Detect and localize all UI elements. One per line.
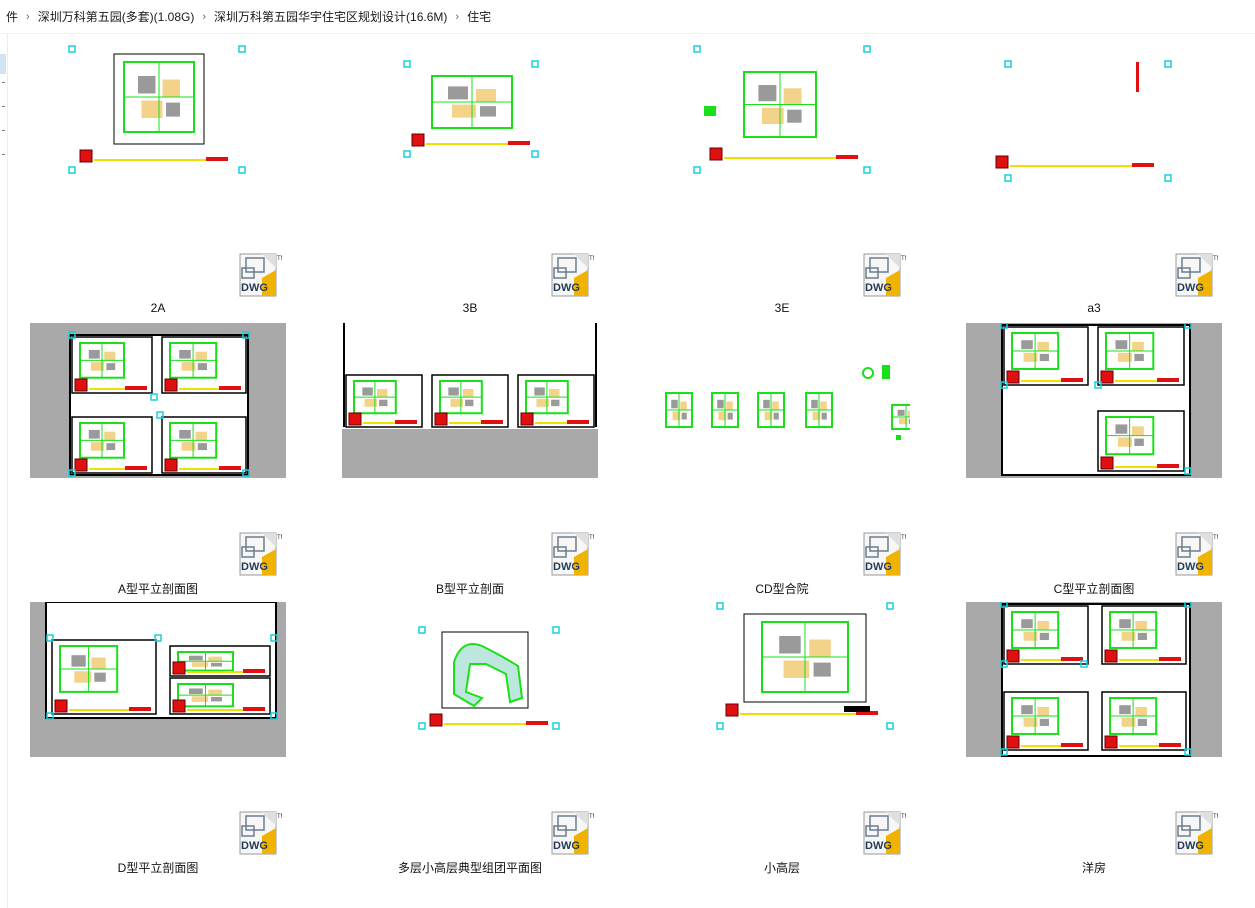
dwg-file-icon: TM DWG — [236, 252, 286, 298]
file-thumbnail — [30, 323, 286, 478]
file-item[interactable]: TM DWG A型平立剖面图 — [30, 313, 286, 596]
svg-text:TM: TM — [1213, 535, 1218, 541]
file-item[interactable]: TM DWG C型平立剖面图 — [966, 313, 1222, 596]
file-type-badge: DWG — [553, 840, 580, 852]
dwg-file-icon: TM DWG — [548, 531, 598, 577]
file-item[interactable]: TM DWG 3B — [342, 34, 598, 315]
nav-tick — [2, 106, 5, 107]
file-thumbnail — [654, 323, 910, 478]
file-name[interactable]: C型平立剖面图 — [1053, 582, 1135, 596]
nav-selected-marker — [0, 54, 6, 74]
file-thumbnail — [966, 602, 1222, 757]
breadcrumb: 件 › 深圳万科第五园(多套)(1.08G) › 深圳万科第五园华宇住宅区规划设… — [0, 0, 1255, 34]
dwg-file-icon: TM DWG — [548, 252, 598, 298]
file-item[interactable]: TM DWG 3E — [654, 34, 910, 315]
file-thumbnail — [966, 44, 1222, 199]
dwg-file-icon: TM DWG — [1172, 531, 1222, 577]
dwg-file-icon: TM DWG — [860, 810, 910, 856]
nav-tick — [2, 154, 5, 155]
chevron-right-icon: › — [202, 10, 207, 23]
breadcrumb-item-huayu[interactable]: 深圳万科第五园华宇住宅区规划设计(16.6M) — [214, 10, 448, 24]
file-name[interactable]: 2A — [150, 301, 166, 315]
file-item[interactable]: TM DWG CD型合院 — [654, 313, 910, 596]
dwg-file-icon: TM DWG — [860, 531, 910, 577]
file-type-badge: DWG — [1177, 840, 1204, 852]
svg-text:TM: TM — [901, 814, 906, 820]
file-thumbnail — [342, 602, 598, 757]
file-type-badge: DWG — [865, 840, 892, 852]
file-thumbnail — [966, 323, 1222, 478]
file-name[interactable]: 3B — [462, 301, 478, 315]
navigation-pane-edge[interactable] — [0, 34, 8, 908]
file-thumbnail — [654, 602, 910, 757]
breadcrumb-item-root[interactable]: 件 — [6, 10, 19, 24]
file-type-badge: DWG — [241, 282, 268, 294]
dwg-file-icon: TM DWG — [1172, 810, 1222, 856]
file-thumbnail — [342, 323, 598, 478]
svg-text:TM: TM — [1213, 256, 1218, 262]
svg-text:TM: TM — [589, 256, 594, 262]
svg-text:TM: TM — [277, 814, 282, 820]
nav-tick — [2, 130, 5, 131]
file-thumbnail — [654, 44, 910, 199]
file-item[interactable]: TM DWG D型平立剖面图 — [30, 592, 286, 875]
breadcrumb-item-wanke[interactable]: 深圳万科第五园(多套)(1.08G) — [37, 10, 195, 24]
file-type-badge: DWG — [553, 282, 580, 294]
file-name[interactable]: CD型合院 — [755, 582, 809, 596]
file-type-badge: DWG — [1177, 282, 1204, 294]
file-thumbnail — [30, 44, 286, 199]
svg-text:TM: TM — [1213, 814, 1218, 820]
svg-text:TM: TM — [277, 535, 282, 541]
svg-text:TM: TM — [589, 814, 594, 820]
file-item[interactable]: TM DWG B型平立剖面 — [342, 313, 598, 596]
file-type-badge: DWG — [865, 561, 892, 573]
file-type-badge: DWG — [1177, 561, 1204, 573]
svg-text:TM: TM — [901, 535, 906, 541]
file-name[interactable]: 小高层 — [763, 861, 800, 875]
dwg-file-icon: TM DWG — [1172, 252, 1222, 298]
dwg-file-icon: TM DWG — [236, 531, 286, 577]
file-name[interactable]: 洋房 — [1081, 861, 1106, 875]
file-name[interactable]: D型平立剖面图 — [117, 861, 199, 875]
file-item[interactable]: TM DWG 2A — [30, 34, 286, 315]
chevron-right-icon: › — [455, 10, 460, 23]
dwg-file-icon: TM DWG — [860, 252, 910, 298]
file-type-badge: DWG — [865, 282, 892, 294]
file-type-badge: DWG — [241, 840, 268, 852]
file-name[interactable]: A型平立剖面图 — [117, 582, 198, 596]
nav-tick — [2, 82, 5, 83]
file-item[interactable]: TM DWG a3 — [966, 34, 1222, 315]
svg-text:TM: TM — [277, 256, 282, 262]
file-thumbnail — [30, 602, 286, 757]
svg-text:TM: TM — [901, 256, 906, 262]
file-item[interactable]: TM DWG 小高层 — [654, 592, 910, 875]
file-name[interactable]: B型平立剖面 — [435, 582, 504, 596]
file-name[interactable]: 多层小高层典型组团平面图 — [397, 861, 542, 875]
file-item[interactable]: TM DWG 多层小高层典型组团平面图 — [342, 592, 598, 875]
file-name[interactable]: a3 — [1087, 301, 1101, 315]
chevron-right-icon: › — [26, 10, 30, 23]
dwg-file-icon: TM DWG — [236, 810, 286, 856]
breadcrumb-item-current[interactable]: 住宅 — [467, 10, 492, 24]
file-type-badge: DWG — [553, 561, 580, 573]
svg-text:TM: TM — [589, 535, 594, 541]
file-thumbnail — [342, 44, 598, 199]
file-name[interactable]: 3E — [774, 301, 790, 315]
dwg-file-icon: TM DWG — [548, 810, 598, 856]
file-type-badge: DWG — [241, 561, 268, 573]
file-item[interactable]: TM DWG 洋房 — [966, 592, 1222, 875]
